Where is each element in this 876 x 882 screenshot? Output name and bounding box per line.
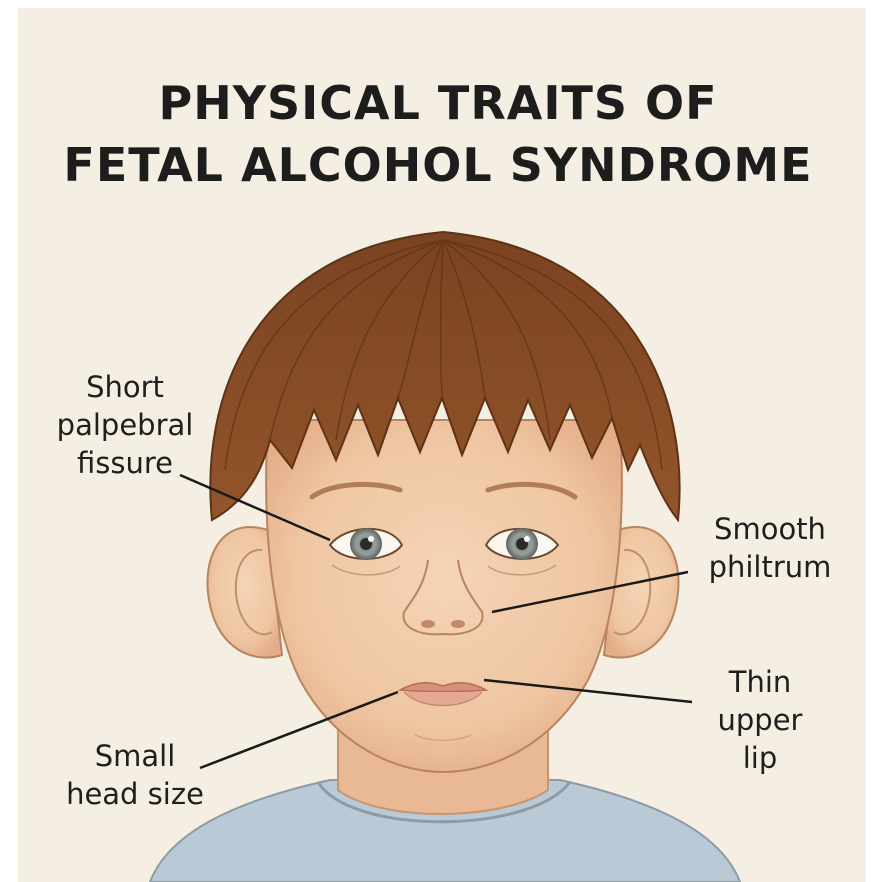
label-small-head-size: Small head size (55, 737, 215, 813)
label-line: fissure (40, 444, 210, 482)
label-line: lip (700, 739, 820, 777)
label-line: Small (55, 737, 215, 775)
label-line: Short (40, 368, 210, 406)
label-line: head size (55, 775, 215, 813)
label-thin-upper-lip: Thin upper lip (700, 663, 820, 777)
left-nostril (421, 620, 435, 628)
label-line: philtrum (690, 548, 850, 586)
label-line: upper (700, 701, 820, 739)
label-short-palpebral-fissure: Short palpebral fissure (40, 368, 210, 482)
label-line: Smooth (690, 510, 850, 548)
label-line: Thin (700, 663, 820, 701)
label-smooth-philtrum: Smooth philtrum (690, 510, 850, 586)
right-nostril (451, 620, 465, 628)
label-line: palpebral (40, 406, 210, 444)
